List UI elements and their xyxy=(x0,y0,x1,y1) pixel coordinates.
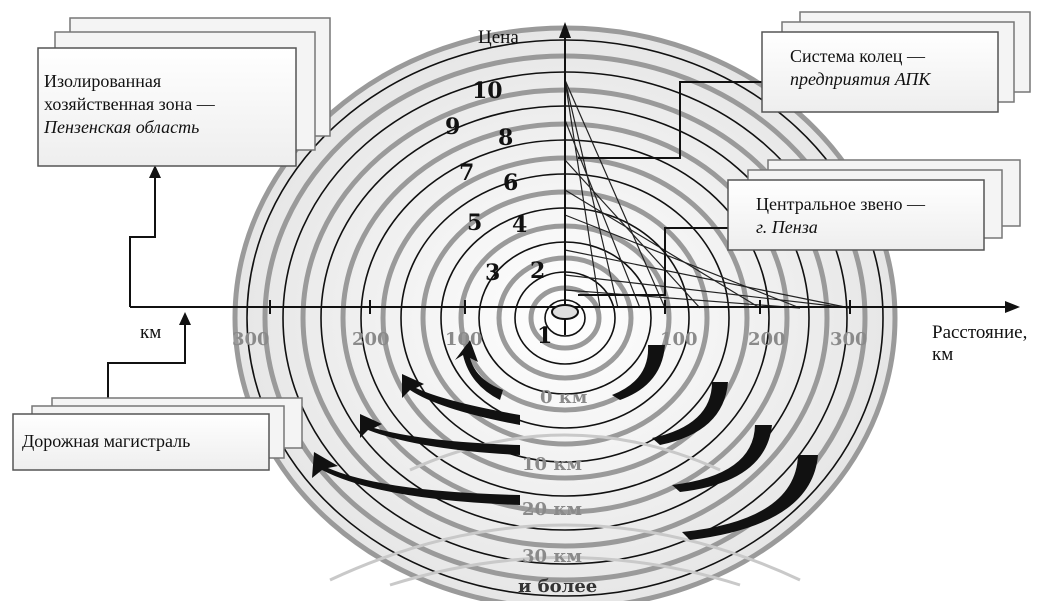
callout-ring-system: Система колец — предприятия АПК xyxy=(790,45,995,91)
callout-central-line1: Центральное звено — xyxy=(756,194,926,214)
lower-faded-arcs xyxy=(329,433,801,587)
x-axis-label-line2: км xyxy=(932,344,953,365)
callout-central-link: Центральное звено — г. Пенза xyxy=(756,193,981,239)
callout-isolated-line1: Изолированная xyxy=(44,71,162,91)
arrow-to-isolated xyxy=(149,165,161,178)
callout-connectors xyxy=(107,81,765,403)
zone-label-10: 10 км xyxy=(522,454,582,475)
x-axis-arrow xyxy=(1005,301,1020,313)
tick-right-300: 300 xyxy=(830,329,868,350)
tick-left-100: 100 xyxy=(445,329,483,350)
y-axis-label: Цена xyxy=(478,27,519,48)
callout-road-line1: Дорожная магистраль xyxy=(22,431,191,451)
arrow-to-road xyxy=(179,312,191,325)
ring-number-6: 6 xyxy=(503,170,518,196)
ring-number-2: 2 xyxy=(530,258,545,284)
callout-isolated-zone: Изолированная хозяйственная зона — Пензе… xyxy=(44,70,296,139)
ring-number-5: 5 xyxy=(467,210,482,236)
ring-number-8: 8 xyxy=(498,125,513,151)
card-central-link xyxy=(727,159,1021,251)
card-isolated-zone xyxy=(37,17,331,167)
ring-number-7: 7 xyxy=(459,160,474,186)
ring-number-4: 4 xyxy=(512,212,527,238)
tick-right-100: 100 xyxy=(660,329,698,350)
callout-ring-line2: предприятия АПК xyxy=(790,69,931,89)
tick-left-300: 300 xyxy=(232,329,270,350)
zone-label-more: и более xyxy=(518,576,597,597)
zone-label-0: 0 км xyxy=(540,387,588,408)
ring-number-3: 3 xyxy=(485,260,500,286)
x-axis-label-line1: Расстояние, xyxy=(932,322,1027,343)
callout-ring-line1: Система колец — xyxy=(790,46,925,66)
tick-left-200: 200 xyxy=(352,329,390,350)
card-road xyxy=(12,397,303,471)
ring-number-1: 1 xyxy=(537,323,552,349)
flow-arrows xyxy=(312,340,818,540)
callout-road: Дорожная магистраль xyxy=(22,430,267,453)
zone-label-20: 20 км xyxy=(522,499,582,520)
x-ticks xyxy=(269,300,851,314)
ring-number-9: 9 xyxy=(445,114,460,140)
ring-number-10: 10 xyxy=(472,78,503,104)
callout-isolated-line3: Пензенская область xyxy=(44,117,200,137)
price-lines xyxy=(564,79,851,309)
callout-isolated-line2: хозяйственная зона — xyxy=(44,94,215,114)
callout-central-line2: г. Пенза xyxy=(756,217,818,237)
card-ring-system xyxy=(761,11,1031,113)
tick-right-200: 200 xyxy=(748,329,786,350)
center-point xyxy=(551,304,579,320)
zone-label-30: 30 км xyxy=(522,546,582,567)
y-axis-arrow xyxy=(559,22,571,38)
left-km-label: км xyxy=(140,322,161,343)
